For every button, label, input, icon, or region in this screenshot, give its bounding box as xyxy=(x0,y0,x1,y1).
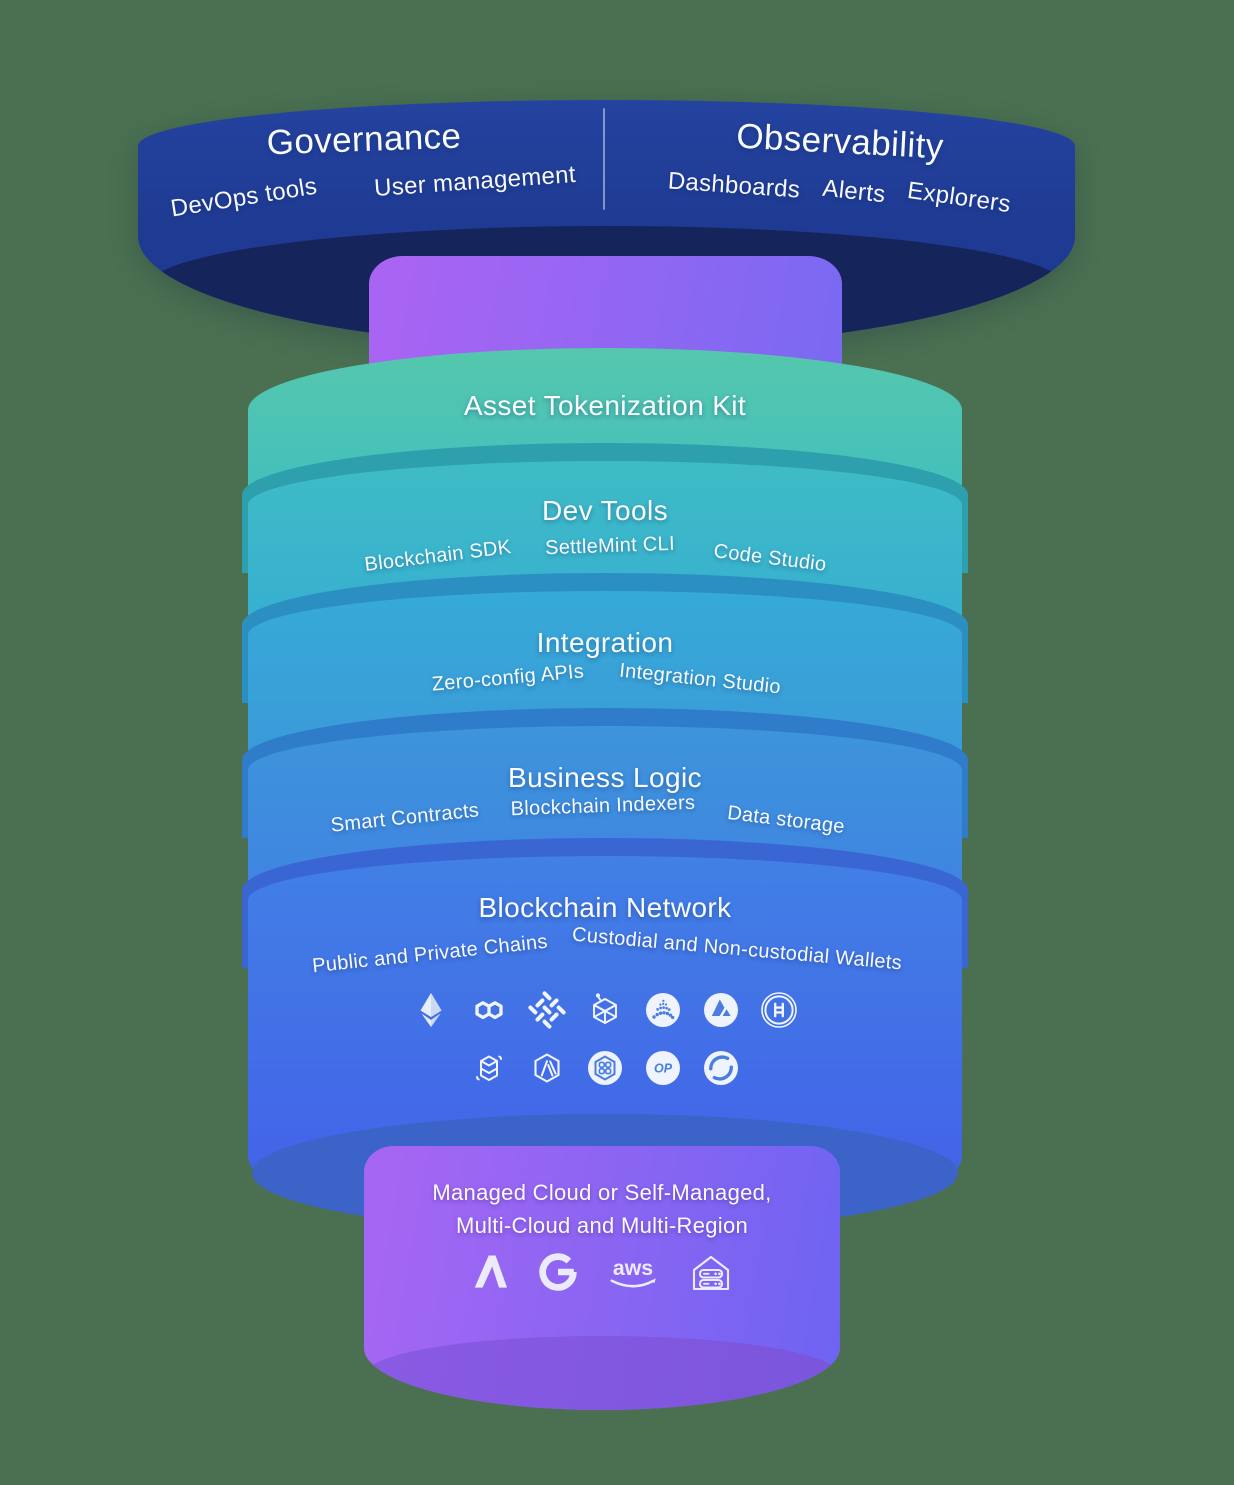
foundation-line-2: Multi-Cloud and Multi-Region xyxy=(455,1213,749,1238)
item-settlemint-cli: SettleMint CLI xyxy=(544,532,676,560)
item-blockchain-indexers: Blockchain Indexers xyxy=(510,791,696,821)
item-data-storage: Data storage xyxy=(726,801,847,839)
on-premise-datacenter-icon xyxy=(692,1255,730,1291)
hyperledger-fabric-icon xyxy=(528,991,566,1029)
polygon-icon xyxy=(475,1001,503,1020)
ethereum-icon xyxy=(420,993,442,1027)
item-blockchain-sdk: Blockchain SDK xyxy=(363,536,513,576)
observability-item-alerts: Alerts xyxy=(821,174,887,209)
chain-icons-row-2: OP xyxy=(248,1048,962,1088)
layer-title-dev-tools: Dev Tools xyxy=(541,495,669,526)
aws-icon: aws xyxy=(610,1256,656,1288)
optimism-icon: OP xyxy=(646,1051,680,1085)
foundation-line-1: Managed Cloud or Self-Managed, xyxy=(432,1180,772,1205)
item-zero-config-apis: Zero-config APIs xyxy=(430,660,585,696)
hedera-icon xyxy=(761,992,797,1028)
azure-icon xyxy=(474,1255,508,1288)
google-cloud-icon xyxy=(539,1253,577,1291)
item-code-studio: Code Studio xyxy=(712,540,828,576)
layer-title-blockchain-network: Blockchain Network xyxy=(478,892,732,923)
observability-item-explorers: Explorers xyxy=(905,176,1013,219)
layer-title-business-logic: Business Logic xyxy=(508,762,702,793)
layer-title-integration: Integration xyxy=(536,627,674,658)
governance-title: Governance xyxy=(266,116,462,163)
avalanche-icon xyxy=(704,993,738,1027)
foundation-underside xyxy=(366,1336,838,1410)
foundation-text: Managed Cloud or Self-Managed, Multi-Clo… xyxy=(364,1176,840,1242)
svg-text:aws: aws xyxy=(613,1256,653,1280)
foundation-cylinder: Managed Cloud or Self-Managed, Multi-Clo… xyxy=(364,1146,840,1410)
svg-text:OP: OP xyxy=(654,1062,673,1076)
item-smart-contracts: Smart Contracts xyxy=(329,799,481,837)
fantom-icon xyxy=(476,1055,502,1081)
arbitrum-icon xyxy=(534,1053,560,1083)
dotted-network-icon xyxy=(646,993,680,1027)
observability-item-dashboards: Dashboards xyxy=(667,167,802,204)
cloud-provider-icons: aws xyxy=(364,1248,840,1296)
disc-section-divider xyxy=(603,108,605,210)
hexagon-nodes-icon xyxy=(588,1051,622,1085)
layer-title-asset-tokenization-kit: Asset Tokenization Kit xyxy=(463,390,747,421)
item-integration-studio: Integration Studio xyxy=(618,659,782,699)
soneium-icon xyxy=(704,1051,738,1085)
observability-title: Observability xyxy=(735,116,945,167)
chain-icons-row-1 xyxy=(248,990,962,1030)
item-custodial-wallets: Custodial and Non-custodial Wallets xyxy=(571,923,903,975)
hyperledger-besu-icon xyxy=(593,993,617,1024)
item-public-private-chains: Public and Private Chains xyxy=(311,930,549,978)
governance-item-user-management: User management xyxy=(373,160,577,203)
governance-item-devops-tools: DevOps tools xyxy=(168,172,319,223)
